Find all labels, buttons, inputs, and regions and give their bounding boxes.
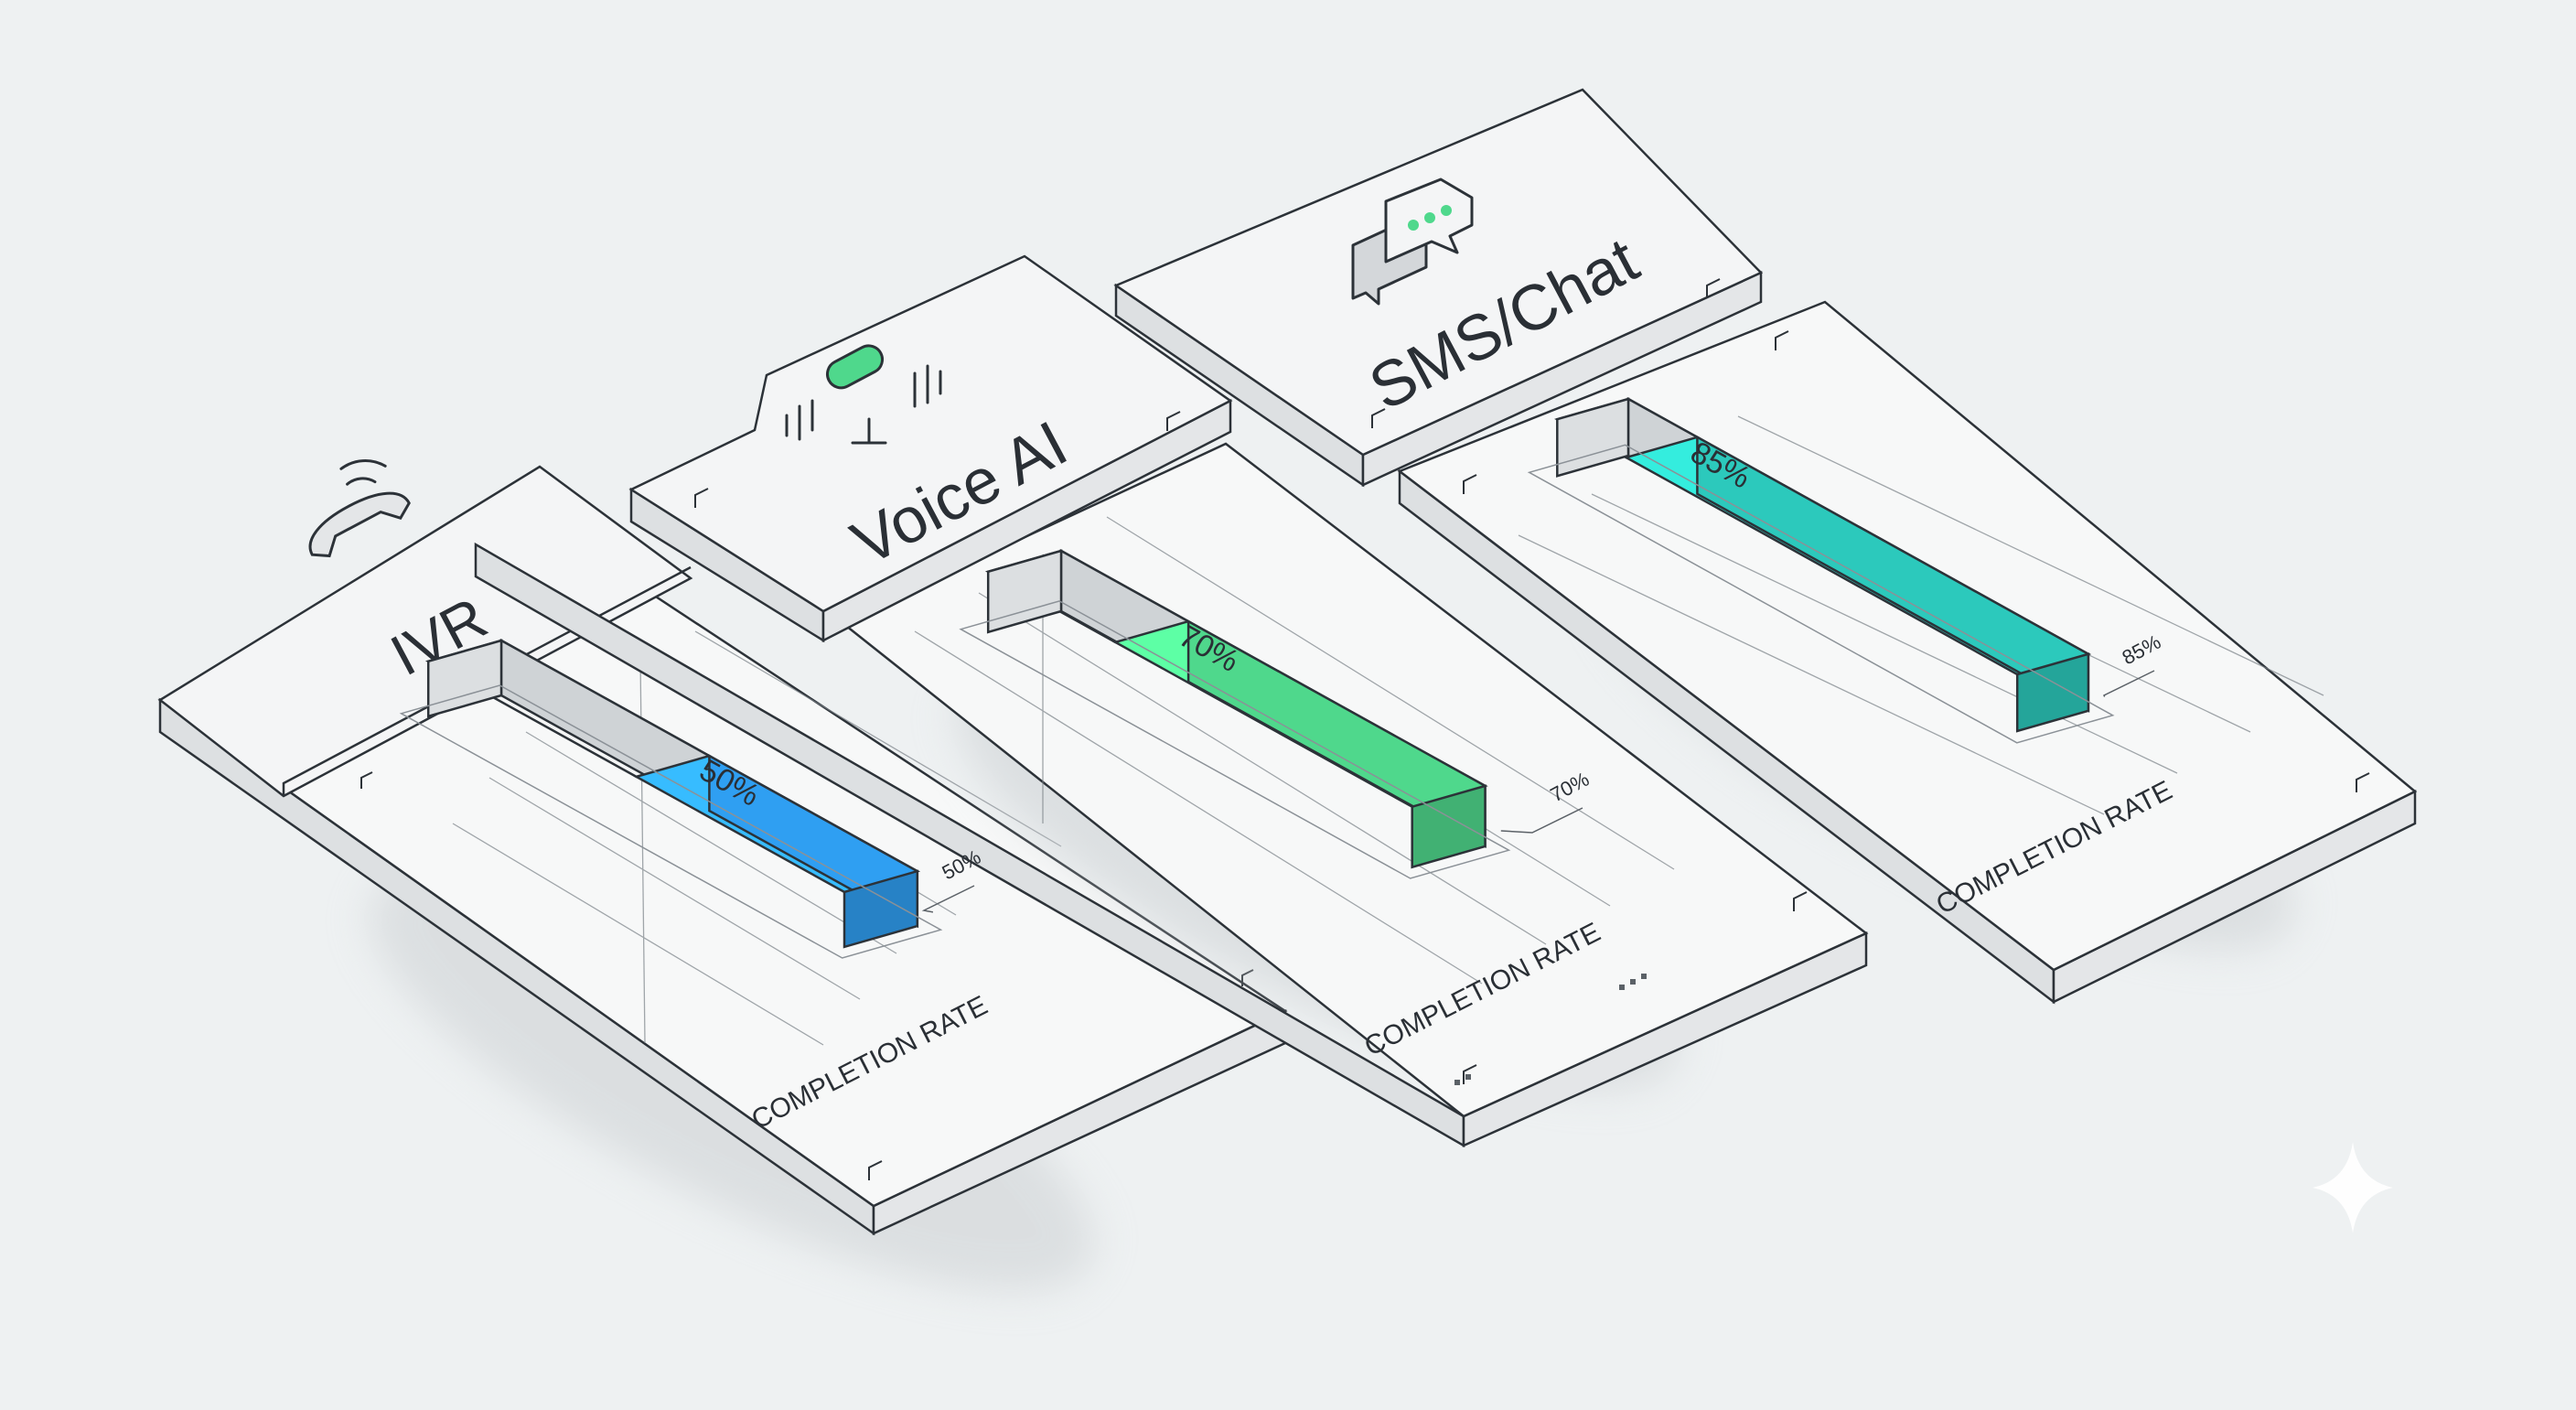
bar-empty-end [1556,397,1630,478]
callout-leader [921,885,975,913]
bar-empty-end [986,549,1063,634]
panel-voice-ai [474,254,1869,1148]
bar-base-plate [959,600,1511,879]
panel-sms-chat [1113,88,2418,1005]
bar-base-plate [1527,444,2115,744]
callout-leader [2103,670,2155,697]
sparkle-icon [2313,1142,2393,1233]
panel-header-top [157,465,693,798]
grid-lines [1518,415,2324,815]
frame-corner-marks [694,411,1808,1084]
bar-fill-end [843,869,919,949]
phone-icon [308,459,411,558]
microphone-icon [785,344,942,445]
frame-corner-marks [1371,278,2370,792]
panel-header-top [1113,88,1764,457]
panel-header-edge [282,565,692,796]
callout-leader [1500,807,1583,834]
chat-bubbles-icon [1351,178,1474,306]
bar-fill-end [2015,652,2090,733]
ruler-marks [1454,974,1647,1085]
bar-base-plate [399,684,943,959]
bar-empty-end [426,639,503,718]
panel-header-top [628,254,1233,613]
